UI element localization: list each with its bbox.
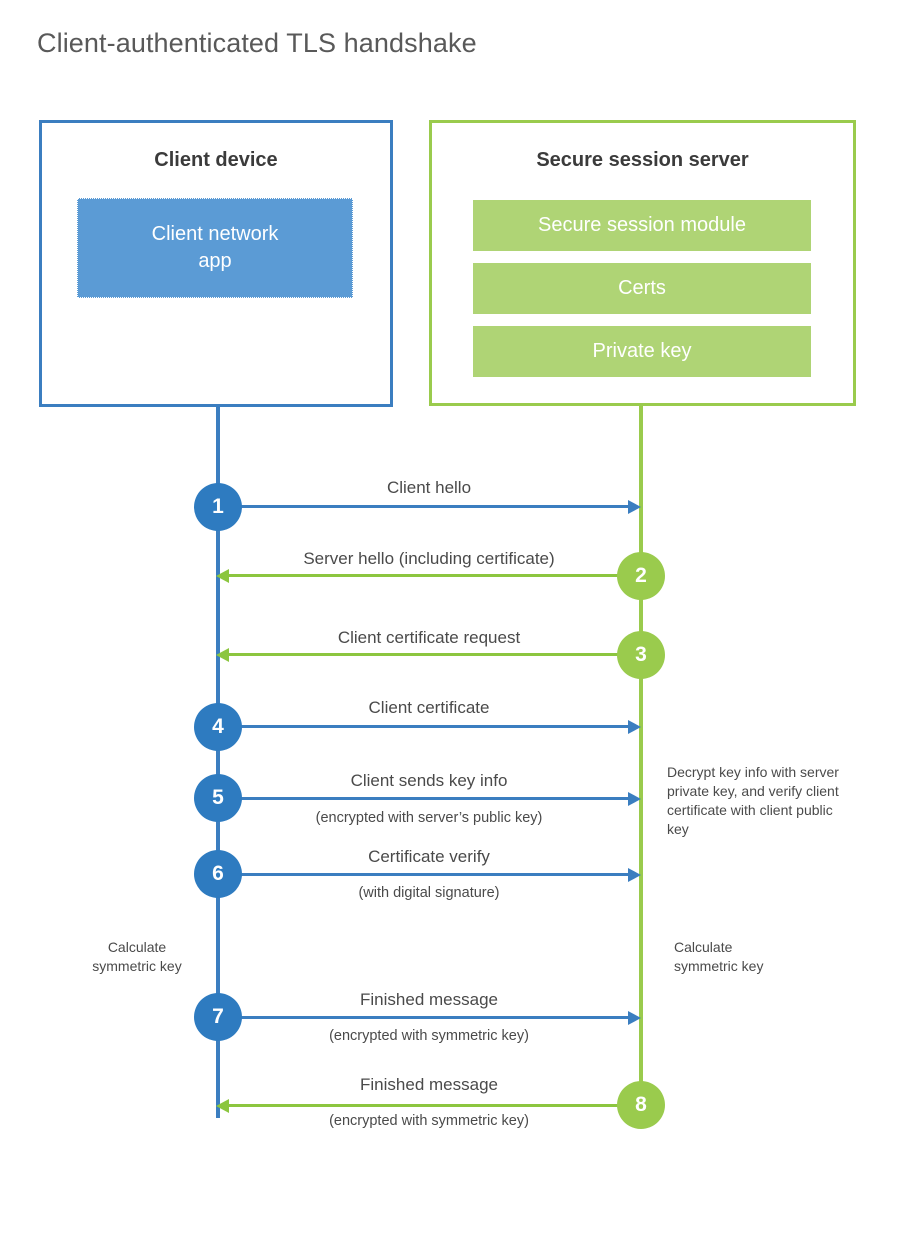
client-network-app-block: Client network app xyxy=(77,198,353,298)
step-6-arrow-line xyxy=(218,873,628,876)
step-2-arrow-head-icon xyxy=(216,569,229,583)
server-component-label: Secure session module xyxy=(538,214,746,236)
step-8-sublabel: (encrypted with symmetric key) xyxy=(329,1113,529,1129)
step-1-arrow-line xyxy=(218,505,628,508)
step-6-arrow-head-icon xyxy=(628,868,641,882)
step-7-arrow-head-icon xyxy=(628,1011,641,1025)
step-4-arrow-line xyxy=(218,725,628,728)
step-3-label: Client certificate request xyxy=(337,628,521,647)
step-5-label: Client sends key info xyxy=(350,771,508,790)
step-6-number: 6 xyxy=(212,862,224,885)
step-7-label: Finished message xyxy=(360,990,498,1009)
step-2-number: 2 xyxy=(635,564,647,587)
step-4-label: Client certificate xyxy=(368,698,490,717)
step-3-number: 3 xyxy=(635,643,647,666)
client-device-title: Client device xyxy=(154,149,278,171)
client-network-app-label-line2: app xyxy=(198,250,232,272)
step-4-badge: 4 xyxy=(194,703,242,751)
step-3-arrow-head-icon xyxy=(216,648,229,662)
step-1-arrow-head-icon xyxy=(628,500,641,514)
client-calc-line1: Calculate xyxy=(107,939,167,955)
secure-session-server-box: Secure session server Secure session mod… xyxy=(429,120,856,406)
server-component-label: Private key xyxy=(592,340,692,362)
step-3-badge: 3 xyxy=(617,631,665,679)
step-7-sublabel: (encrypted with symmetric key) xyxy=(329,1028,529,1044)
server-calc-line1: Calculate xyxy=(674,939,733,955)
server-component-certs: Certs xyxy=(473,263,811,314)
step-5-sublabel: (encrypted with server’s public key) xyxy=(315,810,543,826)
server-lifeline xyxy=(639,405,643,1105)
step-2-badge: 2 xyxy=(617,552,665,600)
step-6-sublabel: (with digital signature) xyxy=(358,885,500,901)
step-6-badge: 6 xyxy=(194,850,242,898)
step-4-arrow-head-icon xyxy=(628,720,641,734)
server-calculate-symmetric-key-annotation: Calculate symmetric key xyxy=(674,938,824,976)
step-8-badge: 8 xyxy=(617,1081,665,1129)
step-8-label: Finished message xyxy=(360,1075,498,1094)
step-5-arrow-head-icon xyxy=(628,792,641,806)
step-1-label: Client hello xyxy=(386,478,472,497)
step-7-arrow-line xyxy=(218,1016,628,1019)
client-lifeline xyxy=(216,406,220,1118)
step-4-number: 4 xyxy=(212,715,224,738)
step-1-badge: 1 xyxy=(194,483,242,531)
page-title: Client-authenticated TLS handshake xyxy=(37,28,477,58)
step-5-arrow-line xyxy=(218,797,628,800)
server-decrypt-annotation: Decrypt key info with server private key… xyxy=(667,764,839,837)
server-component-private-key: Private key xyxy=(473,326,811,377)
client-device-box: Client device Client network app xyxy=(39,120,393,407)
step-1-number: 1 xyxy=(212,495,224,518)
step-2-label: Server hello (including certificate) xyxy=(303,549,555,568)
step-7-number: 7 xyxy=(212,1005,224,1028)
secure-session-server-title: Secure session server xyxy=(536,149,749,171)
client-calc-line2: symmetric key xyxy=(92,957,182,974)
client-network-app-label-line1: Client network xyxy=(151,223,279,245)
step-8-arrow-head-icon xyxy=(216,1099,229,1113)
step-5-number: 5 xyxy=(212,786,224,809)
step-2-arrow-line xyxy=(229,574,641,577)
server-component-label: Certs xyxy=(618,277,666,299)
step-8-arrow-line xyxy=(229,1104,641,1107)
step-6-label: Certificate verify xyxy=(368,847,490,866)
step-8-number: 8 xyxy=(635,1093,647,1116)
step-5-badge: 5 xyxy=(194,774,242,822)
step-3-arrow-line xyxy=(229,653,641,656)
server-component-secure-session-module: Secure session module xyxy=(473,200,811,251)
server-calc-line2: symmetric key xyxy=(674,957,764,974)
step-7-badge: 7 xyxy=(194,993,242,1041)
client-calculate-symmetric-key-annotation: Calculate symmetric key xyxy=(72,938,202,976)
